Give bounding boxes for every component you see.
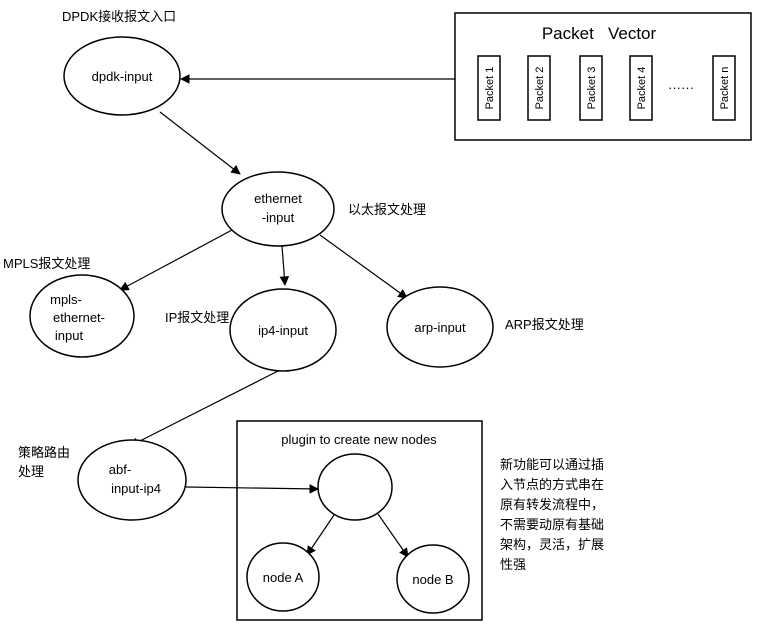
edge-ip4-to-abf (129, 370, 279, 447)
node-a-label: node A (263, 570, 304, 585)
mpls-label-line1: mpls- (50, 292, 82, 307)
packet-vector-title: Packet Vector (542, 24, 657, 43)
packet-3: Packet 3 (579, 55, 603, 121)
abf-input-ip4-node: abf- input-ip4 (77, 439, 187, 521)
ip4-input-label: ip4-input (258, 323, 308, 338)
plugin-box: plugin to create new nodes node A node B (236, 420, 483, 621)
plugin-note-line2: 入节点的方式串在 (500, 477, 604, 492)
abf-label-line1: abf- (109, 462, 131, 477)
edge-dpdk-to-ethernet (159, 111, 241, 175)
plugin-note-line4: 不需要动原有基础 (500, 517, 604, 532)
dpdk-entry-annotation: DPDK接收报文入口 (62, 9, 176, 24)
plugin-note-line5: 架构，灵活，扩展 (500, 537, 604, 552)
packet-4-label: Packet 4 (636, 67, 648, 110)
ethernet-processing-annotation: 以太报文处理 (348, 202, 426, 217)
mpls-label-line2: ethernet- (53, 310, 105, 325)
ethernet-input-node: ethernet -input (221, 171, 335, 247)
node-b-label: node B (412, 572, 453, 587)
packet-4: Packet 4 (629, 55, 653, 121)
plugin-new-node (317, 453, 393, 521)
policy-routing-annotation-line1: 策略路由 (18, 445, 70, 460)
packet-n: Packet n (712, 55, 736, 121)
edge-ethernet-to-mpls (119, 229, 233, 291)
arp-input-node: arp-input (386, 286, 494, 368)
edge-abf-to-plugin-node (185, 484, 319, 494)
policy-routing-annotation-line2: 处理 (18, 464, 44, 479)
plugin-note-line1: 新功能可以通过插 (500, 457, 604, 472)
abf-label-line2: input-ip4 (111, 481, 161, 496)
mpls-ethernet-input-node: mpls- ethernet- input (29, 274, 135, 358)
packet-3-label: Packet 3 (586, 67, 598, 110)
mpls-label-line3: input (55, 328, 84, 343)
packet-1: Packet 1 (477, 55, 501, 121)
mpls-processing-annotation: MPLS报文处理 (3, 256, 90, 271)
ip-processing-annotation: IP报文处理 (165, 310, 229, 325)
plugin-box-title: plugin to create new nodes (281, 432, 437, 447)
packet-n-label: Packet n (719, 67, 731, 110)
edge-ethernet-to-arp (319, 234, 408, 299)
dpdk-input-label: dpdk-input (92, 69, 153, 84)
arp-input-label: arp-input (414, 320, 466, 335)
arp-processing-annotation: ARP报文处理 (505, 317, 584, 332)
plugin-note-line3: 原有转发流程中， (500, 497, 604, 512)
edge-plugin-node-to-node-b (377, 513, 409, 558)
edge-ethernet-to-ip4 (279, 245, 290, 286)
ethernet-input-label-line1: ethernet (254, 191, 302, 206)
plugin-note: 新功能可以通过插 入节点的方式串在 原有转发流程中， 不需要动原有基础 架构，灵… (500, 457, 604, 572)
packet-vector-box: Packet Vector Packet 1 Packet 2 Packet 3… (454, 12, 752, 141)
edge-plugin-node-to-node-a (306, 514, 335, 556)
plugin-note-line6: 性强 (500, 557, 526, 572)
packet-2: Packet 2 (527, 55, 551, 121)
dpdk-input-node: dpdk-input (63, 36, 181, 116)
packet-1-label: Packet 1 (484, 67, 496, 110)
node-a: node A (246, 542, 320, 612)
ethernet-input-label-line2: -input (262, 210, 295, 225)
ip4-input-node: ip4-input (229, 288, 337, 372)
node-b: node B (396, 544, 470, 614)
packet-2-label: Packet 2 (534, 67, 546, 110)
packet-ellipsis: ······ (668, 80, 694, 95)
